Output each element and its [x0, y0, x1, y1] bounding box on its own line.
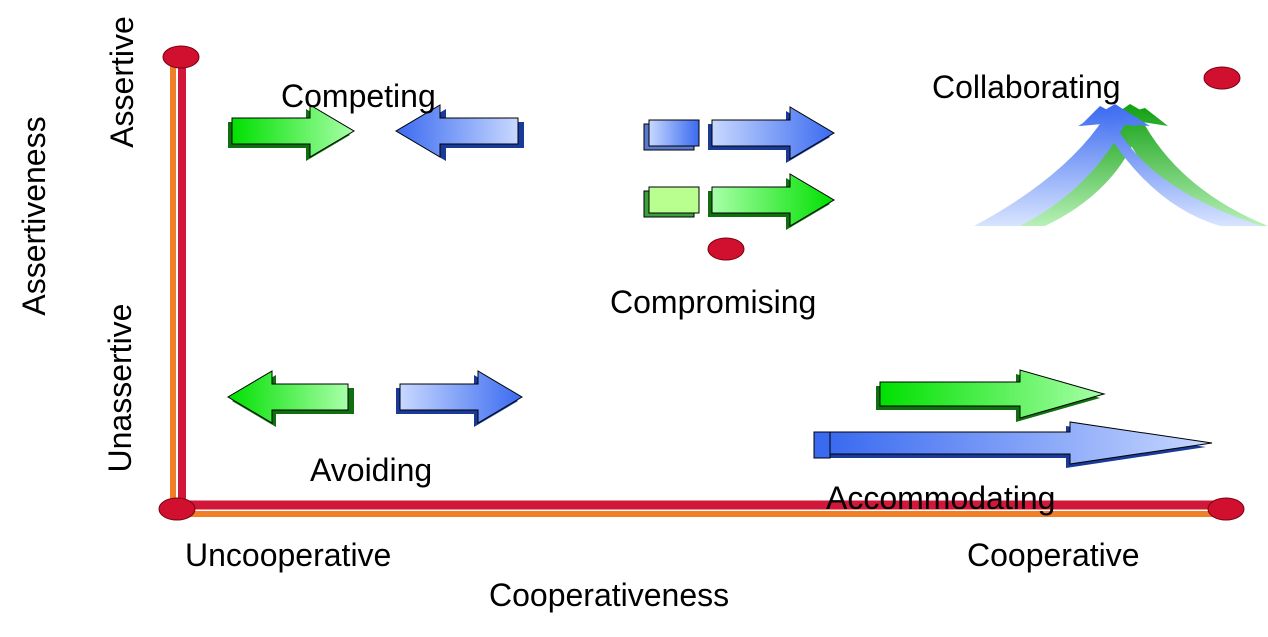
accommodating-blue-arrow: [813, 421, 1213, 468]
x-axis-low-label: Uncooperative: [185, 537, 392, 573]
avoiding-blue-arrow: [396, 370, 523, 427]
competing-label: Competing: [281, 78, 436, 114]
y-axis-line: [170, 58, 186, 510]
axis-origin-marker: [158, 497, 196, 521]
y-axis-high-label: Assertive: [104, 16, 140, 148]
axis-top-marker: [162, 45, 200, 69]
x-axis-high-label: Cooperative: [967, 537, 1140, 573]
compromising-marker: [707, 237, 745, 261]
y-axis-title: Assertiveness: [16, 116, 52, 316]
x-axis-line: [178, 500, 1226, 517]
competing-blue-arrow: [395, 104, 524, 161]
collaborating-label: Collaborating: [932, 69, 1121, 105]
y-axis-low-label: Unassertive: [102, 303, 138, 473]
compromising-green-block: [643, 186, 700, 218]
compromising-green-arrow: [708, 173, 835, 230]
competing-green-arrow: [228, 104, 355, 161]
accommodating-green-arrow: [876, 369, 1106, 422]
accommodating-label: Accommodating: [826, 480, 1056, 516]
avoiding-green-arrow: [227, 370, 354, 427]
compromising-label: Compromising: [610, 284, 817, 320]
x-axis-title: Cooperativeness: [489, 577, 730, 613]
compromising-blue-arrow: [708, 106, 835, 163]
avoiding-label: Avoiding: [310, 452, 433, 488]
axis-right-marker: [1207, 497, 1245, 521]
collaborating-marker: [1203, 66, 1241, 90]
collaborating-merge-arrows: [974, 104, 1268, 226]
compromising-blue-block: [643, 119, 700, 151]
